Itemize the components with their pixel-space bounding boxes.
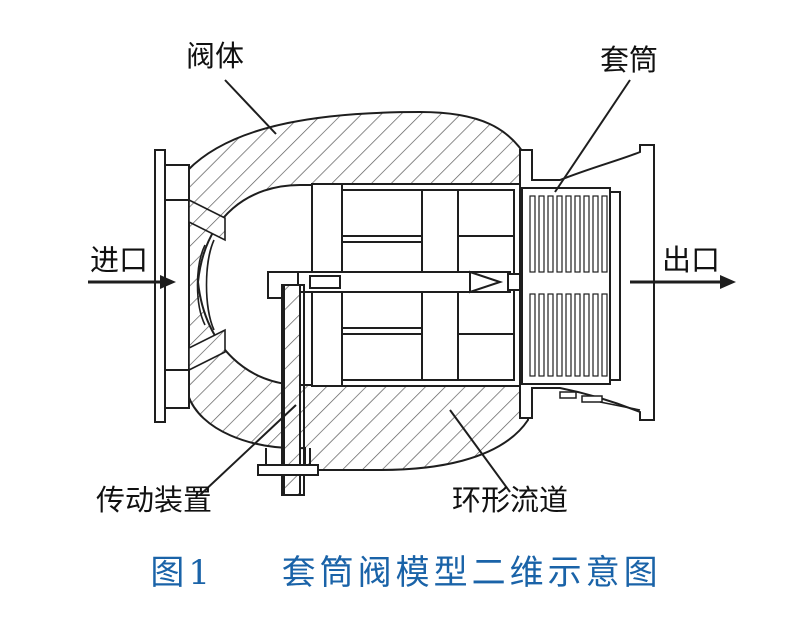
actuator-stem [257, 271, 319, 496]
sleeve-slot [574, 293, 581, 377]
leader-annular-channel [449, 409, 511, 493]
sleeve-slot [565, 195, 572, 273]
leader-valve-body [224, 79, 277, 135]
sleeve-slot [538, 293, 545, 377]
sleeve-slot [529, 293, 536, 377]
sleeve-slot [547, 195, 554, 273]
inlet-arrow [88, 275, 176, 289]
sleeve-slot [538, 195, 545, 273]
caption-title: 套筒阀模型二维示意图 [281, 553, 662, 593]
sleeve-slot [601, 195, 608, 273]
caption-number: 图1 [150, 553, 214, 593]
label-outlet: 出口 [662, 243, 721, 277]
outlet-arrow [630, 275, 736, 289]
sleeve-slot [601, 293, 608, 377]
label-actuator: 传动装置 [96, 483, 213, 517]
sleeve-slot [583, 195, 590, 273]
sleeve-slot [583, 293, 590, 377]
label-annular-channel: 环形流道 [452, 483, 569, 517]
sleeve-slot [592, 195, 599, 273]
leader-sleeve [554, 79, 631, 193]
sleeve-slot [547, 293, 554, 377]
sleeve-slot [565, 293, 572, 377]
sleeve-slot [592, 293, 599, 377]
sleeve-slot [556, 293, 563, 377]
leader-lines [199, 79, 631, 496]
sleeve-slot [529, 195, 536, 273]
label-sleeve: 套筒 [600, 43, 659, 77]
sleeve-slot [574, 195, 581, 273]
label-valve-body: 阀体 [186, 39, 245, 73]
sleeve-slot [556, 195, 563, 273]
leader-actuator [199, 404, 297, 496]
valve-shaft [269, 270, 543, 294]
outlet-side-port [559, 391, 641, 411]
sleeve-slots [529, 195, 608, 377]
figure-caption: 图1 套筒阀模型二维示意图 [0, 556, 812, 590]
inlet-guide-vanes [188, 198, 226, 372]
label-inlet: 进口 [90, 243, 149, 277]
